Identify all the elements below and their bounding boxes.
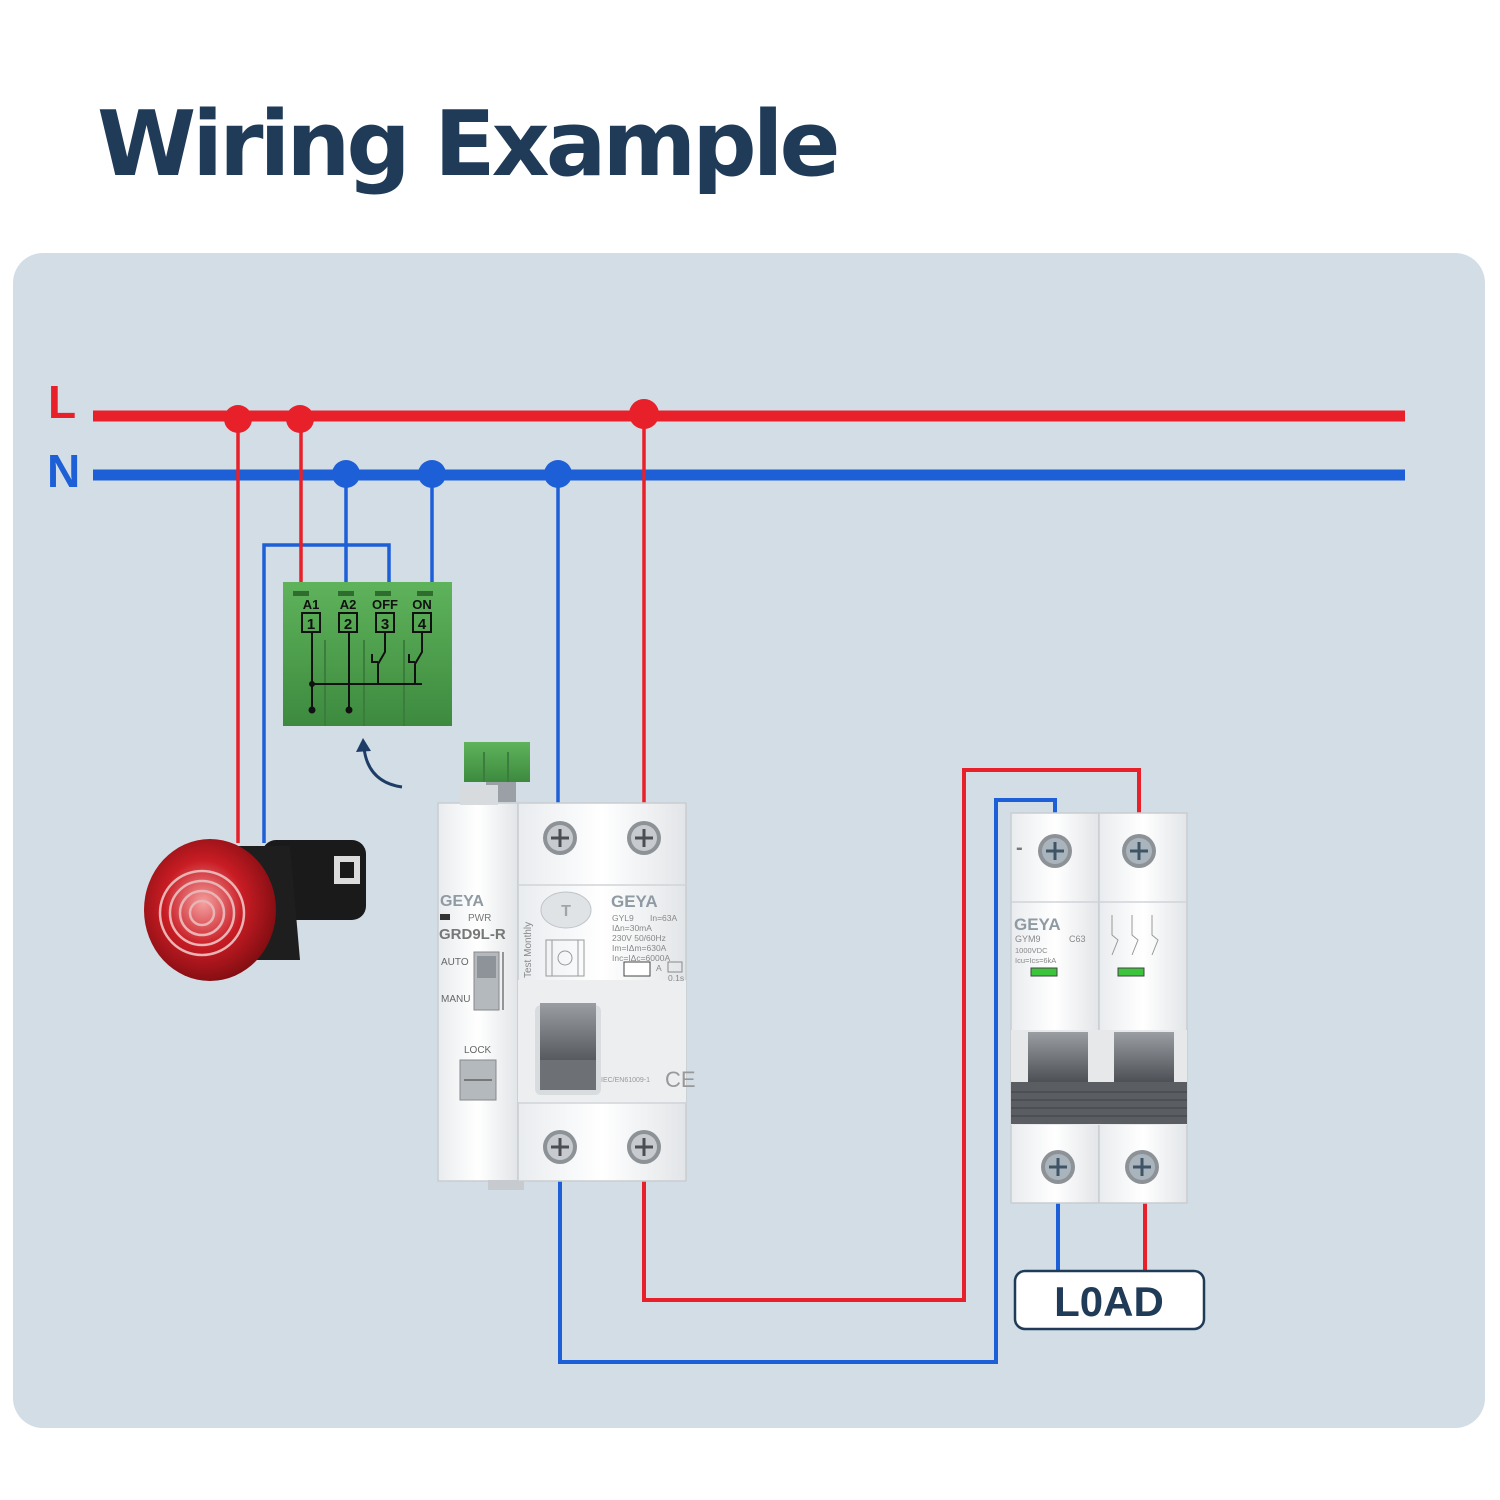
rcbo-spec-in: In=63A <box>650 913 678 923</box>
test-monthly-label: Test Monthly <box>523 922 534 978</box>
mcb-status-window <box>1030 967 1058 977</box>
relay-schematic <box>311 632 423 710</box>
page-title: Wiring Example <box>97 92 841 197</box>
mcb-breaker: - GEYA GYM9 C63 1000VDC Icu=Ics=6kA <box>1010 812 1188 1204</box>
test-button-label: T <box>561 903 571 920</box>
relay-terminal-block: A1 A2 OFF ON 1 2 3 4 <box>283 582 452 726</box>
neutral-line-label: N <box>47 445 80 497</box>
screw-icon <box>543 821 577 855</box>
relay-top-slots <box>293 591 433 596</box>
screw-icon <box>627 1130 661 1164</box>
rcbo-brand: GEYA <box>611 892 658 911</box>
mcb-minus-mark: - <box>1016 837 1023 859</box>
mcb-toggle-handle <box>1114 1032 1174 1084</box>
buzzer-rings <box>158 869 246 957</box>
mcb-status-window <box>1117 967 1145 977</box>
mcb-circuit-symbol <box>1111 915 1159 956</box>
mcb-model: GYM9 <box>1015 934 1041 944</box>
mcb-screws <box>1038 834 1159 1184</box>
load-box-frame <box>1013 1269 1206 1331</box>
buzzer-neutral-wire <box>262 543 391 843</box>
mcb-rating: C63 <box>1069 934 1086 944</box>
drop-wires <box>236 418 646 843</box>
buzzer-lens <box>144 839 276 981</box>
relay-terminal-name: ON <box>412 597 432 612</box>
relay-terminal-number: 3 <box>381 616 389 633</box>
rcbo-spec-im: Im=IΔm=630A <box>612 943 667 953</box>
junction-dot <box>332 460 360 488</box>
rcbo-indicator-window <box>623 961 651 977</box>
mcb-pole <box>1010 812 1100 1204</box>
rcbo-auto-label: AUTO <box>441 957 469 968</box>
rcbo-pwr-label: PWR <box>468 913 491 924</box>
rcbo-spec-inc: Inc=IΔc=6000A <box>612 953 670 963</box>
relay-terminal-name: A1 <box>303 597 320 612</box>
rcbo-model-label: GRD9L-R <box>439 926 506 943</box>
live-line-label: L <box>48 376 76 428</box>
junction-dot <box>629 399 659 429</box>
rcbo-live-out-wire <box>642 768 1141 1302</box>
test-button <box>540 891 592 929</box>
junction-dot <box>224 405 252 433</box>
rcbo-toggle-handle <box>540 1003 596 1071</box>
junction-dots <box>224 399 659 488</box>
rcbo-spec-type: A <box>656 963 662 973</box>
diagram-panel <box>13 253 1485 1428</box>
screw-icon <box>1122 834 1156 868</box>
relay-terminal-name: OFF <box>372 597 398 612</box>
rcbo-lock-label: LOCK <box>464 1045 492 1056</box>
rcbo-standard-label: IEC/EN61009-1 <box>601 1077 650 1084</box>
relay-terminal-name: A2 <box>340 597 357 612</box>
rcbo-aux-brand: GEYA <box>440 893 484 910</box>
mcb-voltage: 1000VDC <box>1015 946 1048 955</box>
rcbo-spec-idn: IΔn=30mA <box>612 923 652 933</box>
rcbo-screws <box>543 821 661 1164</box>
screw-icon <box>1125 1150 1159 1184</box>
rcbo-circuit-symbol <box>545 939 585 977</box>
screw-icon <box>627 821 661 855</box>
load-box: L0AD <box>1013 1269 1206 1331</box>
junction-dot <box>418 460 446 488</box>
relay-terminal-number: 2 <box>344 616 352 633</box>
load-label: L0AD <box>1054 1278 1164 1325</box>
buzzer-indicator <box>144 839 366 981</box>
mcb-handle-bar <box>1011 1082 1187 1124</box>
rcbo-breaker: GEYA PWR GRD9L-R AUTO MANU LOCK T Test M… <box>437 785 696 1190</box>
mcb-grip-lines <box>1011 1091 1187 1117</box>
mcb-icu: Icu=Ics=6kA <box>1015 956 1056 965</box>
rcbo-spec-voltage: 230V 50/60Hz <box>612 933 666 943</box>
mcb-brand: GEYA <box>1014 915 1061 934</box>
junction-dot <box>286 405 314 433</box>
mcb-toggle-handle <box>1028 1032 1088 1084</box>
curved-arrow-icon <box>356 738 403 789</box>
screw-icon <box>1038 834 1072 868</box>
screw-icon <box>1041 1150 1075 1184</box>
relay-terminal-number: 1 <box>307 616 315 633</box>
mcb-pole <box>1098 812 1188 1204</box>
relay-terminal-number: 4 <box>418 616 427 633</box>
rcbo-spec-model: GYL9 <box>612 913 634 923</box>
rcbo-neutral-out-wire <box>558 798 1057 1364</box>
rcbo-manu-label: MANU <box>441 994 470 1005</box>
rcbo-spec-time: 0.1s <box>668 973 684 983</box>
screw-icon <box>543 1130 577 1164</box>
junction-dot <box>544 460 572 488</box>
ce-mark: CE <box>665 1067 696 1092</box>
